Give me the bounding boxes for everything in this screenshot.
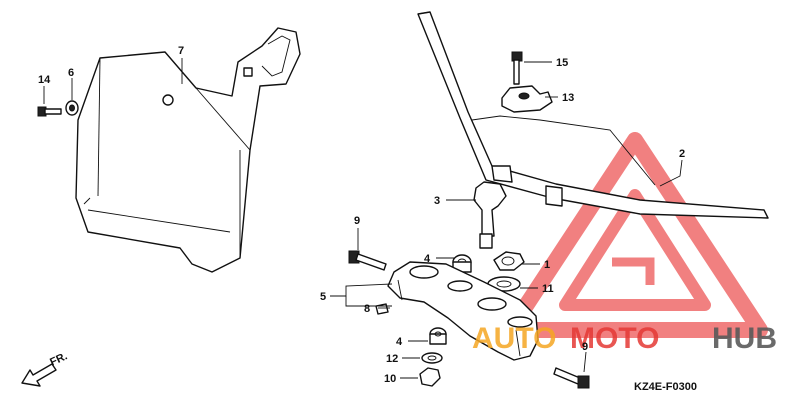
leader-lines <box>43 58 683 379</box>
plate-8 <box>375 303 389 315</box>
collar-6 <box>65 100 79 116</box>
watermark-hub: HUB <box>712 322 777 355</box>
callout-2: 2 <box>679 148 685 160</box>
front-direction-arrow: FR. <box>21 350 69 387</box>
callout-3: 3 <box>434 195 440 207</box>
nut-10 <box>419 367 441 387</box>
callout-8: 8 <box>364 303 370 315</box>
callout-1: 1 <box>544 259 550 271</box>
callout-12: 12 <box>386 353 398 365</box>
handlebar <box>417 11 769 219</box>
bolt-9-upper <box>348 250 387 271</box>
nut-4-lower <box>429 327 447 345</box>
watermark-logo <box>502 132 768 338</box>
upper-holder-13 <box>501 85 553 113</box>
callout-15: 15 <box>556 57 568 69</box>
callout-4-upper: 4 <box>424 253 431 265</box>
front-number-plate <box>75 27 301 273</box>
callout-6: 6 <box>68 67 74 79</box>
nut-1 <box>493 251 525 271</box>
callout-9-upper: 9 <box>354 215 360 227</box>
callout-9-lower: 9 <box>582 341 588 353</box>
watermark-moto: MOTO <box>570 322 659 355</box>
callout-14: 14 <box>38 74 51 86</box>
callout-13: 13 <box>562 92 574 104</box>
callout-11: 11 <box>542 283 554 295</box>
callout-7: 7 <box>178 45 184 57</box>
top-bridge <box>387 261 539 361</box>
direction-label: FR. <box>48 350 69 368</box>
bolt-14 <box>37 106 62 117</box>
bolt-9-lower <box>553 367 590 389</box>
bolt-15 <box>511 51 523 85</box>
watermark-auto: AUTO <box>472 322 556 355</box>
watermark-text: AUTO MOTO HUB <box>472 322 777 355</box>
callout-4-lower: 4 <box>396 336 403 348</box>
lower-holder-3 <box>473 181 507 249</box>
callout-labels: 14 6 7 15 13 2 3 9 4 1 11 5 8 4 12 10 9 <box>38 45 685 385</box>
washer-12 <box>421 352 443 364</box>
callout-5: 5 <box>320 291 326 303</box>
diagram-code: KZ4E-F0300 <box>634 381 697 393</box>
callout-10: 10 <box>384 373 396 385</box>
